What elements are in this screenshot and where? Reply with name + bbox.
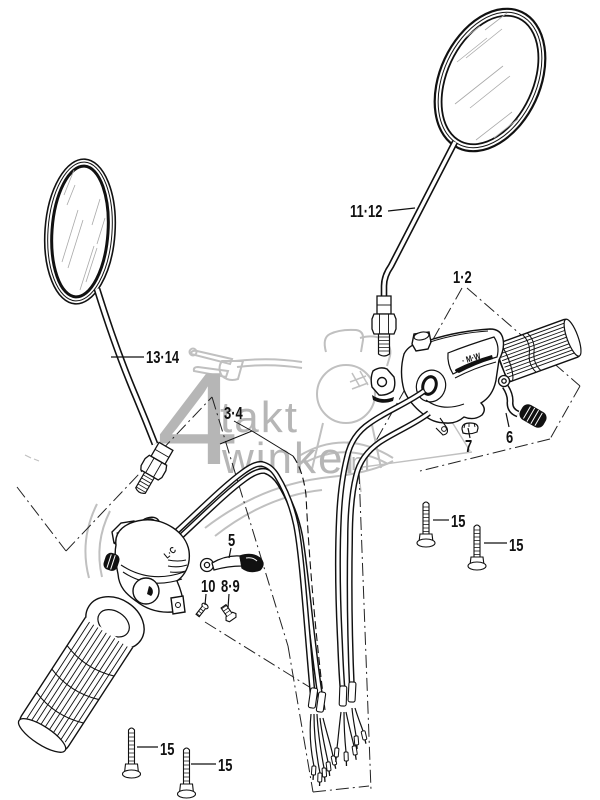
svg-text:3·4: 3·4 [224,404,243,424]
svg-text:6: 6 [506,428,513,448]
svg-text:15: 15 [160,740,175,760]
svg-text:15: 15 [218,756,233,776]
svg-text:10: 10 [201,577,216,597]
svg-text:4: 4 [157,344,239,492]
svg-text:15: 15 [451,512,466,532]
svg-text:7: 7 [465,437,472,457]
svg-text:5: 5 [228,531,235,551]
svg-text:13·14: 13·14 [146,348,179,368]
svg-text:15: 15 [509,536,524,556]
svg-text:8·9: 8·9 [221,577,240,597]
svg-text:11·12: 11·12 [350,202,383,222]
svg-text:takt: takt [220,393,299,442]
svg-text:1·2: 1·2 [453,268,472,288]
